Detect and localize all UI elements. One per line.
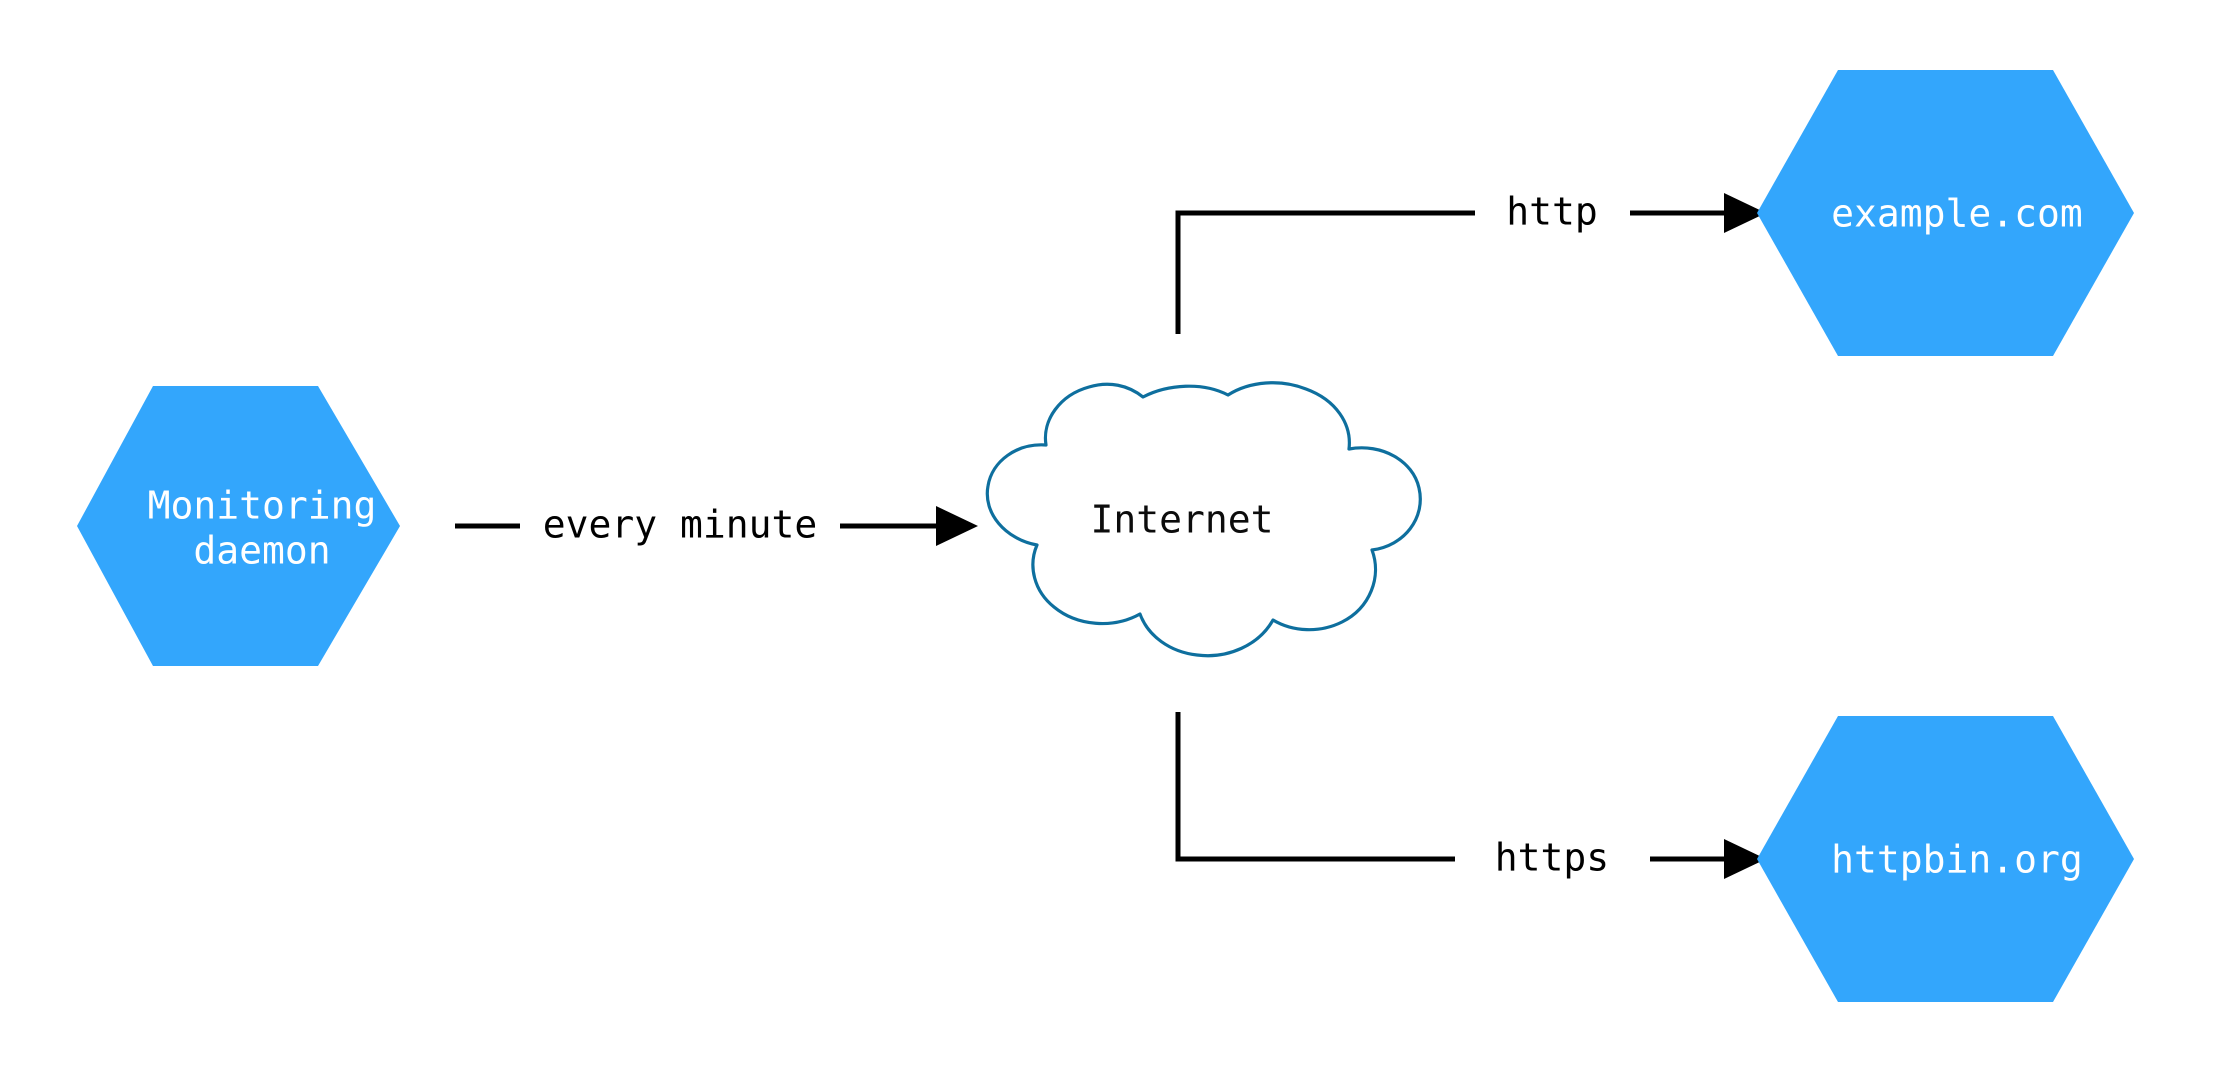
edge-internet-to-httpbin-arrowhead bbox=[1724, 839, 1766, 879]
monitoring-daemon-label-line1: Monitoring bbox=[148, 484, 377, 528]
edge-internet-to-example-elbow bbox=[1175, 210, 1475, 334]
edge-internet-to-httpbin[interactable]: https bbox=[1175, 712, 1766, 880]
edge-internet-to-httpbin-elbow bbox=[1175, 712, 1455, 862]
httpbin-org-label: httpbin.org bbox=[1831, 838, 2083, 882]
node-httpbin-org[interactable]: httpbin.org bbox=[1757, 716, 2134, 1002]
internet-cloud-shape bbox=[985, 381, 1422, 658]
node-monitoring-daemon[interactable]: Monitoring daemon bbox=[77, 386, 400, 666]
node-internet[interactable]: Internet bbox=[985, 381, 1422, 658]
example-com-hexagon-shape bbox=[1757, 70, 2134, 356]
edge-daemon-to-internet-label: every minute bbox=[543, 503, 818, 547]
edge-internet-to-example-arrowhead bbox=[1724, 193, 1766, 233]
edge-internet-to-httpbin-label: https bbox=[1495, 836, 1609, 880]
internet-label: Internet bbox=[1090, 498, 1273, 542]
edge-daemon-to-internet-arrowhead bbox=[936, 506, 978, 546]
edge-daemon-to-internet[interactable]: every minute bbox=[455, 503, 978, 547]
monitoring-daemon-hexagon-shape bbox=[77, 386, 400, 666]
edge-internet-to-example[interactable]: http bbox=[1175, 190, 1766, 335]
monitoring-daemon-label-line2: daemon bbox=[193, 529, 330, 573]
node-example-com[interactable]: example.com bbox=[1757, 70, 2134, 356]
example-com-label: example.com bbox=[1831, 192, 2083, 236]
httpbin-org-hexagon-shape bbox=[1757, 716, 2134, 1002]
edge-internet-to-example-label: http bbox=[1506, 190, 1598, 234]
